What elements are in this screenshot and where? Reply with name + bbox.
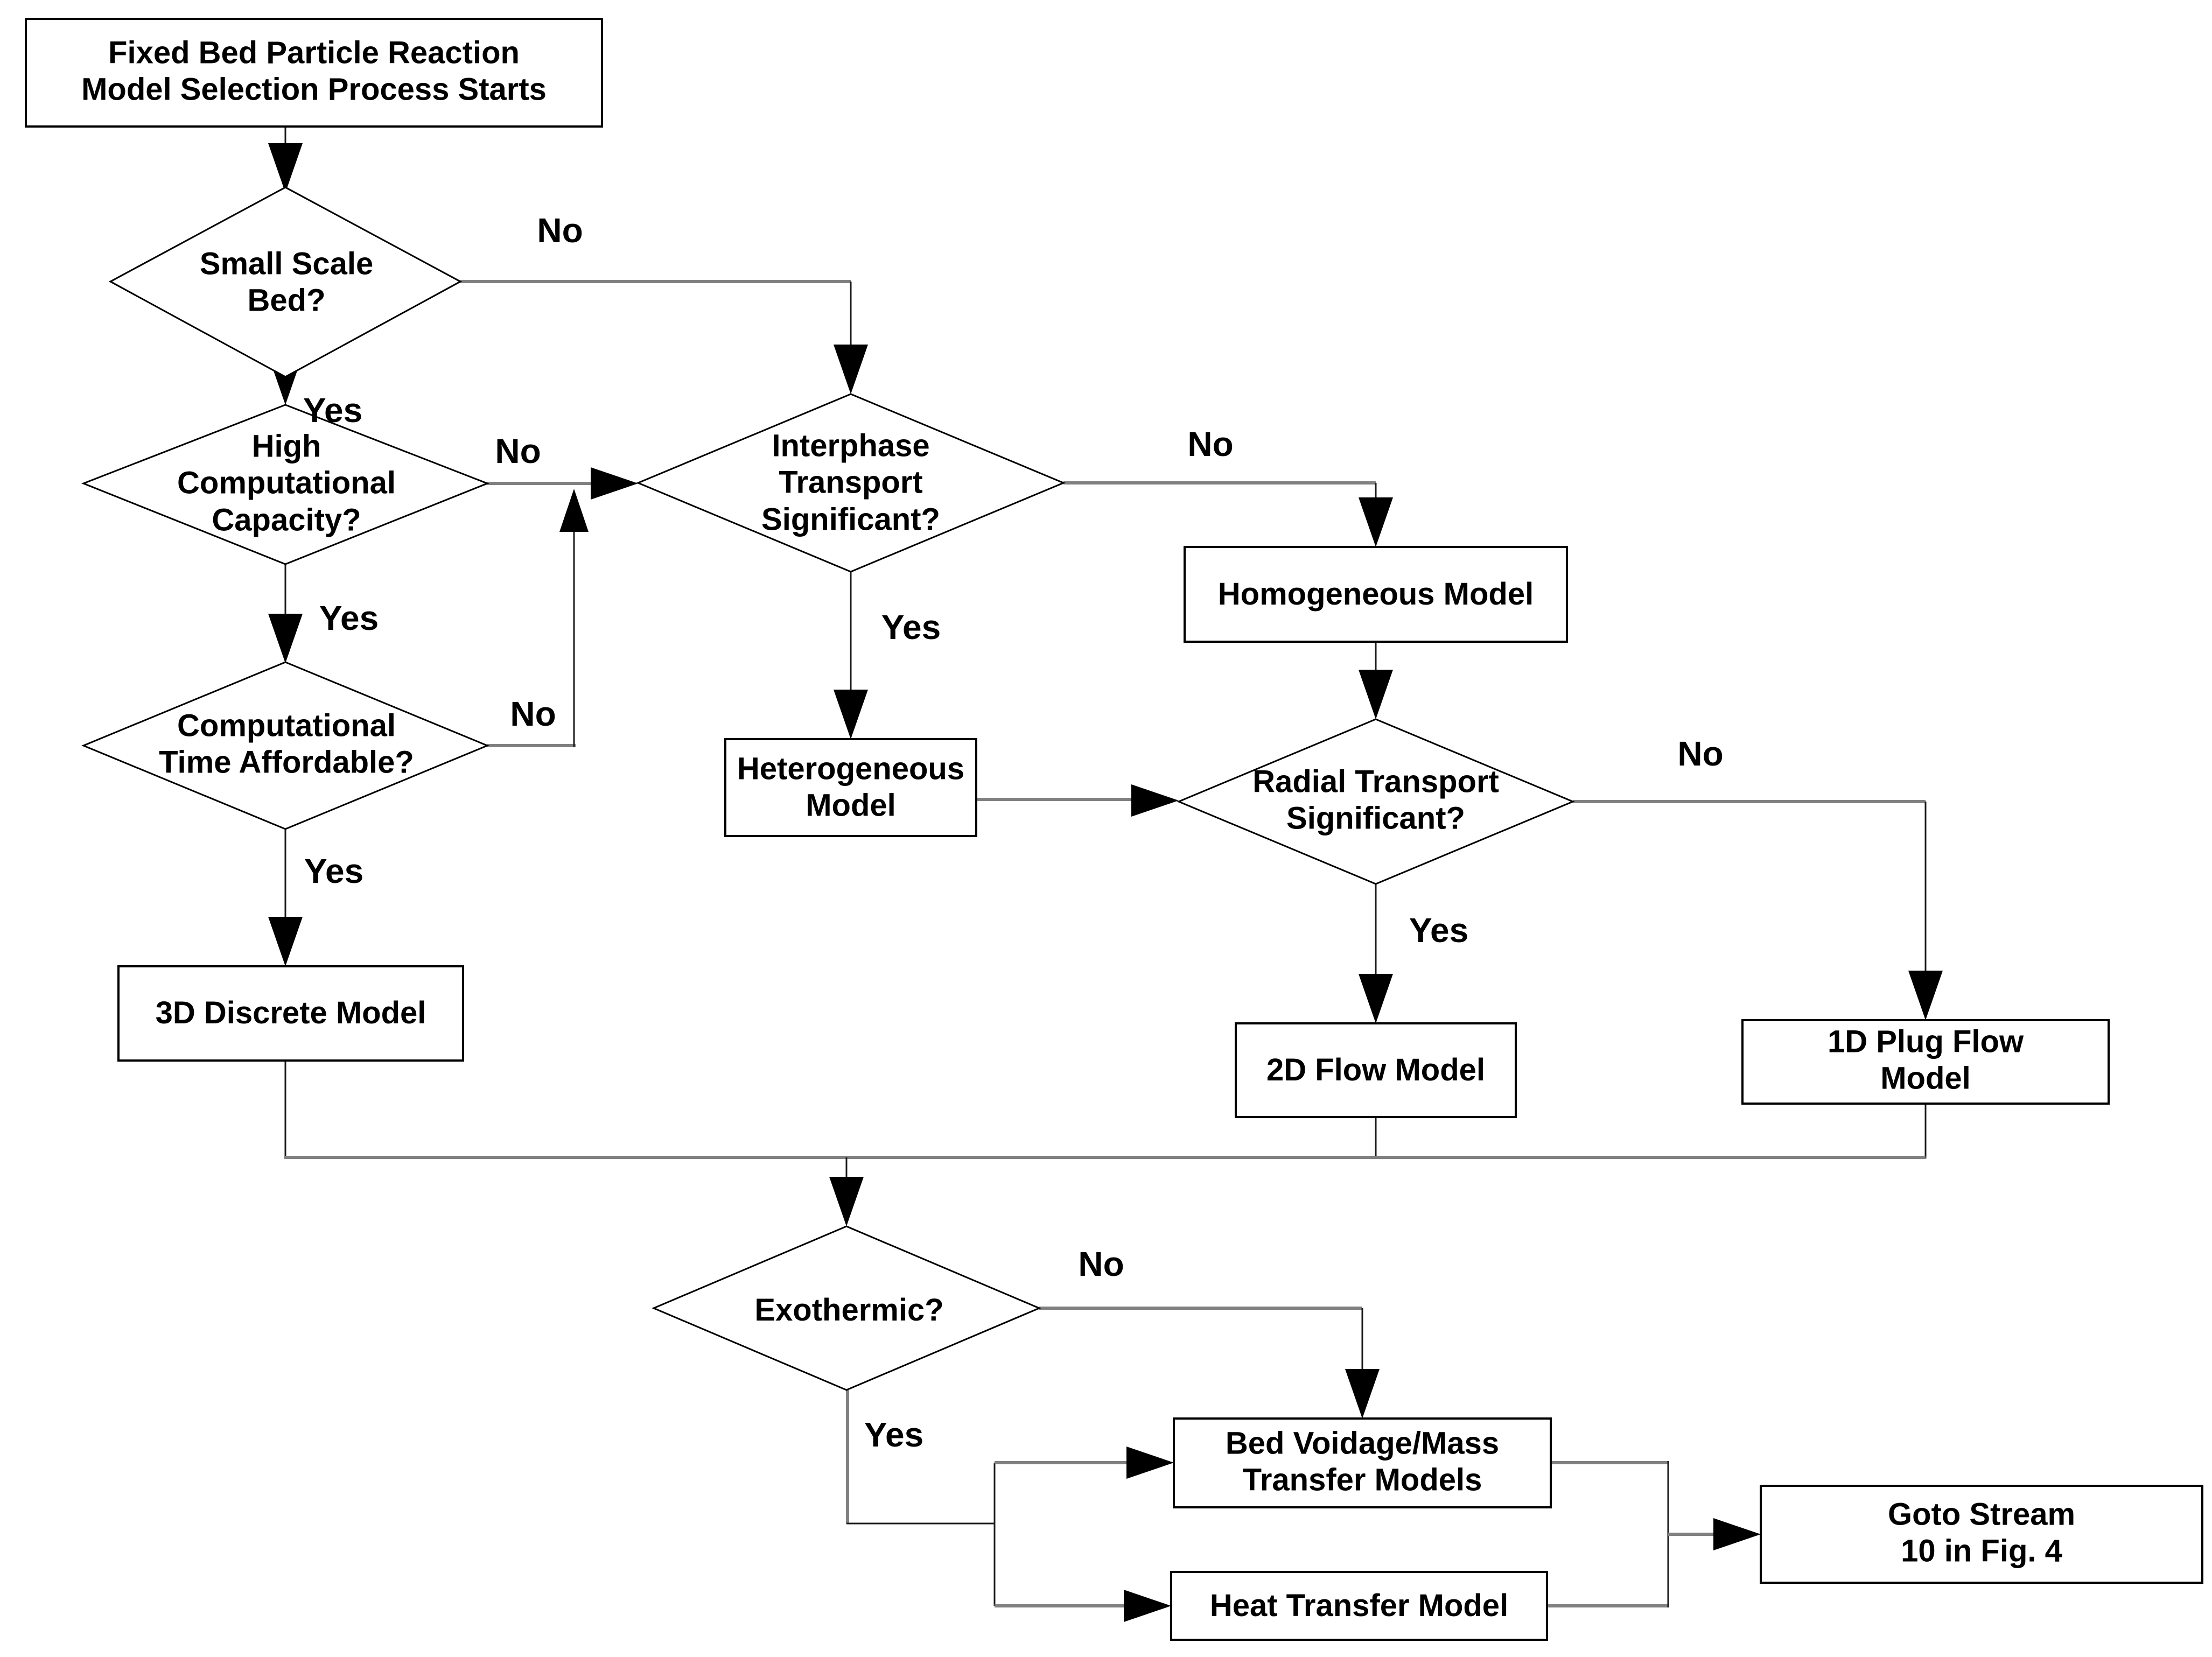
- node-homogeneous-box: [1184, 546, 1568, 643]
- edge-comp-time-yes: [268, 829, 303, 966]
- node-flow-2d-label: 2D Flow Model: [1266, 1052, 1485, 1087]
- node-discrete-3d-label: 3D Discrete Model: [155, 995, 426, 1030]
- node-comp-time-label: Computational Time Affordable?: [159, 708, 414, 780]
- node-radial-diamond: [1177, 718, 1575, 885]
- node-flow-2d-box: [1235, 1022, 1517, 1118]
- node-plug-flow-1d-box: [1741, 1019, 2110, 1105]
- edge-high-comp-no: [487, 467, 638, 500]
- edge-label-exothermic-yes: Yes: [864, 1415, 924, 1454]
- node-high-comp-label: High Computational Capacity?: [177, 429, 396, 538]
- arrowhead-down-icon: [829, 1177, 864, 1226]
- node-heterogeneous-box: [724, 738, 977, 837]
- node-plug-flow-1d-label: 1D Plug Flow Model: [1827, 1024, 2024, 1096]
- node-heat-transfer-box: [1170, 1571, 1548, 1641]
- edge-label-high-comp-no: No: [495, 432, 541, 471]
- node-goto-stream-label: Goto Stream 10 in Fig. 4: [1887, 1497, 2076, 1569]
- node-comp-time-diamond: [81, 661, 489, 830]
- edge-label-interphase-yes: Yes: [881, 608, 941, 647]
- arrowhead-right-icon: [1713, 1518, 1761, 1550]
- edge-heterogeneous-to-radial: [976, 784, 1179, 817]
- node-radial-label: Radial Transport Significant?: [1252, 764, 1499, 836]
- edge-converge-to-goto: [1547, 1461, 1761, 1607]
- edge-comp-time-no: [487, 489, 589, 747]
- arrowhead-down-icon: [834, 690, 868, 739]
- edge-start-to-small-scale: [268, 127, 303, 193]
- node-discrete-3d-box: [117, 965, 464, 1062]
- node-exothermic-label: Exothermic?: [754, 1292, 944, 1328]
- edge-small-scale-no: [460, 280, 868, 394]
- node-interphase-label: Interphase Transport Significant?: [761, 428, 940, 537]
- edge-collector: [284, 1061, 1927, 1226]
- edge-high-comp-yes: [268, 564, 303, 663]
- edge-label-comp-time-yes: Yes: [304, 852, 364, 890]
- arrowhead-down-icon: [1345, 1369, 1380, 1419]
- arrowhead-down-icon: [1359, 670, 1393, 719]
- arrowhead-up-icon: [559, 489, 589, 532]
- edge-radial-no: [1573, 800, 1943, 1020]
- node-small-scale-diamond: [108, 186, 463, 378]
- arrowhead-down-icon: [834, 345, 868, 394]
- edge-radial-yes: [1359, 884, 1393, 1023]
- arrowhead-down-icon: [268, 143, 303, 193]
- edge-interphase-yes: [834, 572, 868, 739]
- node-interphase-diamond: [636, 393, 1066, 573]
- node-bed-voidage-label: Bed Voidage/Mass Transfer Models: [1225, 1426, 1500, 1498]
- arrowhead-down-icon: [1359, 497, 1393, 547]
- arrowhead-right-icon: [591, 467, 638, 500]
- node-bed-voidage-box: [1173, 1417, 1552, 1508]
- arrowhead-right-icon: [1131, 784, 1179, 817]
- edge-exothermic-yes: [846, 1390, 1174, 1622]
- edge-label-exothermic-no: No: [1078, 1245, 1124, 1283]
- edge-interphase-no: [1063, 481, 1393, 547]
- node-exothermic-diamond: [652, 1225, 1041, 1391]
- arrowhead-right-icon: [1124, 1590, 1171, 1622]
- edge-label-small-scale-no: No: [537, 211, 583, 250]
- node-heterogeneous-label: Heterogeneous Model: [737, 751, 965, 823]
- edge-label-radial-no: No: [1677, 734, 1724, 773]
- edge-label-small-scale-yes: Yes: [303, 391, 363, 430]
- node-start-box: [25, 18, 603, 128]
- edge-label-comp-time-no: No: [510, 694, 556, 733]
- arrowhead-down-icon: [1908, 971, 1943, 1020]
- edge-exothermic-no: [1039, 1307, 1380, 1419]
- node-homogeneous-label: Homogeneous Model: [1217, 576, 1534, 612]
- node-small-scale-label: Small Scale Bed?: [199, 246, 374, 318]
- arrowhead-down-icon: [1359, 974, 1393, 1023]
- arrowhead-right-icon: [1126, 1447, 1174, 1479]
- edge-label-interphase-no: No: [1187, 425, 1234, 464]
- arrowhead-down-icon: [268, 917, 303, 966]
- node-goto-stream-box: [1760, 1485, 2203, 1584]
- node-heat-transfer-label: Heat Transfer Model: [1209, 1588, 1509, 1623]
- edge-homogeneous-to-radial: [1359, 642, 1393, 719]
- arrowhead-down-icon: [268, 614, 303, 663]
- edge-label-radial-yes: Yes: [1409, 911, 1469, 950]
- node-high-comp-diamond: [81, 404, 490, 565]
- node-start-label: Fixed Bed Particle Reaction Model Select…: [81, 35, 547, 107]
- edge-label-high-comp-yes: Yes: [319, 599, 379, 637]
